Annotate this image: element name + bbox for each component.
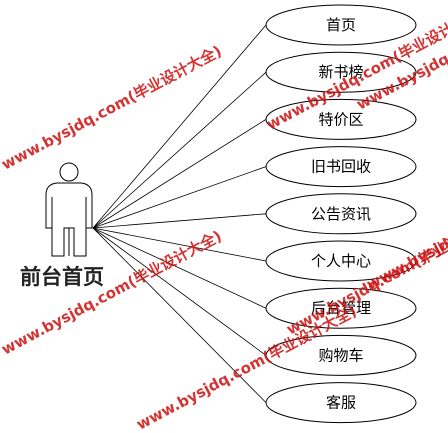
use-case[interactable]: 特价区 [265,98,417,140]
use-case-ellipse[interactable] [265,382,417,424]
association-line [92,24,267,229]
actor-body [45,182,93,257]
use-case-ellipse[interactable] [265,146,417,188]
association-line [92,227,267,262]
actor-head [59,162,79,182]
use-case-label: 客服 [326,394,356,412]
use-case[interactable]: 购物车 [265,334,417,376]
use-case-ellipse[interactable] [265,287,417,329]
use-case-label: 特价区 [318,110,363,128]
use-case[interactable]: 后台管理 [265,287,417,329]
use-case-ellipse[interactable] [265,51,417,93]
use-case[interactable]: 客服 [265,382,417,424]
use-case[interactable]: 首页 [265,4,417,46]
association-lines [92,24,267,403]
use-case-label: 个人中心 [311,252,371,270]
association-line [92,227,267,309]
use-case-ellipse[interactable] [265,334,417,376]
use-case-label: 旧书回收 [311,158,371,176]
use-case[interactable]: 公告资讯 [265,193,417,235]
actor-name: 前台首页 [20,264,104,289]
use-case-label: 后台管理 [311,299,371,317]
use-case-ellipse[interactable] [265,240,417,282]
association-line [92,227,267,403]
use-case[interactable]: 旧书回收 [265,146,417,188]
association-line [92,213,267,229]
use-case-label: 新书榜 [318,63,363,81]
use-case[interactable]: 新书榜 [265,51,417,93]
use-case-ellipse[interactable] [265,193,417,235]
association-line [92,227,267,356]
use-case-label: 公告资讯 [311,205,371,223]
use-case-label: 首页 [326,16,356,34]
use-case-label: 购物车 [318,346,363,364]
watermark-stamp: www.bysjdq.com(毕业设计大全) [0,42,225,174]
use-case-ellipse[interactable] [265,4,417,46]
watermark-stamp: www.bysjdq.com(毕业设计大全) [0,227,225,359]
association-line [92,71,267,229]
use-case-ellipse[interactable] [265,98,417,140]
actor-figure [45,162,93,257]
association-line [92,166,267,229]
association-line [92,119,267,229]
use-case[interactable]: 个人中心 [265,240,417,282]
